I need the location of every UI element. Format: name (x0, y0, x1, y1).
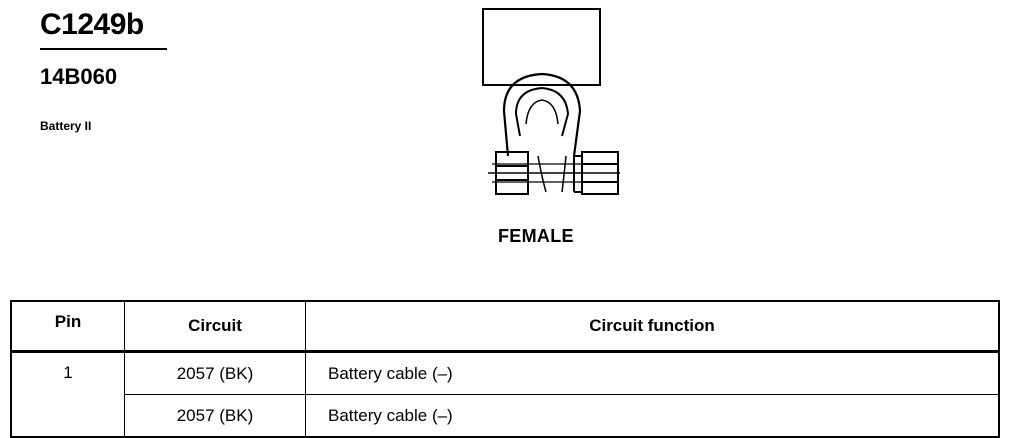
circuit-cell: 2057 (BK) (124, 394, 306, 438)
connector-gender-label: FEMALE (498, 226, 574, 246)
pinout-table: Pin Circuit Circuit function 1 2057 (BK)… (10, 300, 1000, 438)
battery-terminal-drawing (482, 8, 620, 195)
part-number: 14B060 (40, 64, 118, 89)
table-row: 2057 (BK) Battery cable (–) (11, 394, 1000, 438)
connector-description: Battery II (40, 119, 92, 133)
terminal-clamp-outer (502, 72, 582, 157)
battery-post (482, 8, 601, 86)
function-cell: Battery cable (–) (305, 394, 1000, 438)
terminal-clamp-inner (514, 86, 570, 137)
circuit-cell: 2057 (BK) (124, 351, 306, 395)
header-circuit: Circuit (124, 300, 306, 353)
table-header-row: Pin Circuit Circuit function (10, 300, 1000, 353)
header-circuit-function: Circuit function (305, 300, 1000, 353)
title-underline (40, 48, 167, 50)
header-pin: Pin (10, 300, 125, 353)
function-cell: Battery cable (–) (305, 351, 1000, 395)
table-row: 1 2057 (BK) Battery cable (–) (10, 351, 1000, 438)
pin-cell: 1 (10, 351, 125, 438)
right-nut (581, 151, 619, 195)
connector-id: C1249b (40, 8, 144, 41)
